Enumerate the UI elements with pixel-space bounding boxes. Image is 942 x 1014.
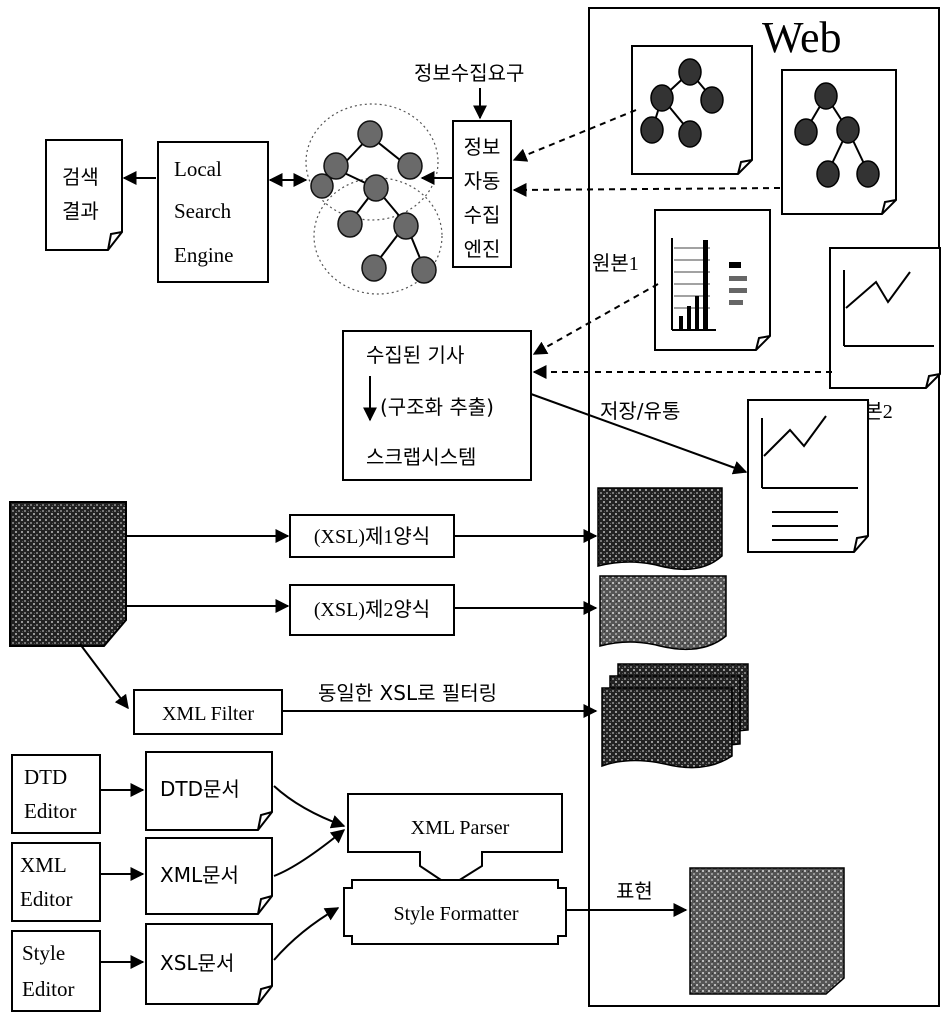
original-1-label: 원본1 — [592, 252, 639, 275]
engine-line-3: 수집 — [464, 203, 501, 227]
scrap-system-label: 스크랩시스템 — [366, 445, 476, 469]
stored-document — [748, 400, 868, 552]
filter-note-label: 동일한 XSL로 필터링 — [318, 681, 497, 705]
xml-editor-line-1: XML — [20, 853, 67, 877]
info-request-label: 정보수집요구 — [414, 61, 524, 85]
engine-line-1: 정보 — [464, 135, 501, 159]
filtered-output-stack — [602, 664, 748, 768]
dtd-doc-label: DTD문서 — [160, 777, 240, 801]
xml-parser-box — [348, 794, 562, 886]
xml-doc-label: XML문서 — [160, 863, 239, 887]
structuring-label: (구조화 추출) — [380, 395, 494, 419]
xsl-form1-output — [598, 488, 722, 569]
xsl-form1-label: (XSL)제1양식 — [314, 525, 430, 548]
search-line-3: Engine — [174, 243, 233, 267]
engine-line-4: 엔진 — [464, 237, 501, 261]
search-line-1: Local — [174, 157, 222, 181]
render-label: 표현 — [616, 879, 653, 903]
xml-editor-line-2: Editor — [20, 887, 73, 911]
web-document-tree-2 — [782, 70, 896, 214]
xml-filter-label: XML Filter — [162, 703, 254, 725]
web-document-tree-1 — [632, 46, 752, 174]
web-document-original-2 — [830, 248, 940, 388]
xsl-doc-label: XSL문서 — [160, 951, 234, 975]
style-formatter-label: Style Formatter — [394, 903, 519, 925]
xml-parser-label: XML Parser — [411, 817, 510, 839]
web-document-original-1 — [655, 210, 770, 350]
style-editor-line-2: Editor — [22, 977, 75, 1001]
collected-trees — [306, 104, 442, 294]
dtd-editor-line-1: DTD — [24, 765, 67, 789]
result-line-2: 결과 — [62, 199, 99, 223]
dtd-editor-line-2: Editor — [24, 799, 77, 823]
web-title: Web — [762, 13, 842, 62]
search-line-2: Search — [174, 199, 232, 223]
xsl-form2-label: (XSL)제2양식 — [314, 598, 430, 621]
collected-articles-label: 수집된 기사 — [366, 343, 464, 367]
store-distribute-label: 저장/유통 — [600, 399, 680, 423]
xml-source-document — [10, 502, 126, 646]
style-editor-line-1: Style — [22, 941, 65, 965]
result-line-1: 검색 — [62, 165, 99, 189]
engine-line-2: 자동 — [464, 169, 501, 193]
xsl-form2-output — [600, 576, 726, 649]
search-result-document — [46, 140, 122, 250]
rendered-output — [690, 868, 844, 994]
